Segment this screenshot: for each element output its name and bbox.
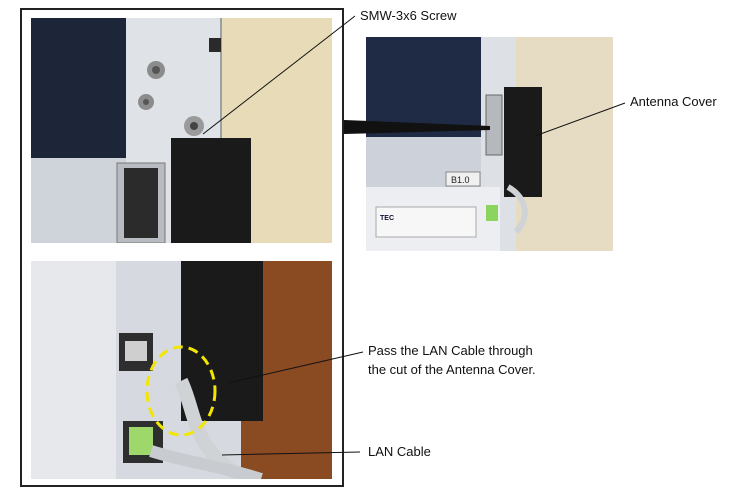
callout-pass-line2: the cut of the Antenna Cover. [368,362,536,377]
photo-antenna-cover-overview: B1.0 TEC [366,37,613,251]
callout-pass-line1: Pass the LAN Cable through [368,343,533,358]
highlight-circle [145,345,217,437]
photo-group-frame [20,8,344,487]
photo-badge-text: B1.0 [451,175,470,185]
callout-screw: SMW-3x6 Screw [360,8,457,23]
callout-antenna-cover: Antenna Cover [630,94,717,109]
callout-lan-cable: LAN Cable [368,444,431,459]
photo-lan-cable-routing [31,261,332,479]
photo-screw-closeup [31,18,332,243]
photo-brand-text: TEC [380,215,394,222]
